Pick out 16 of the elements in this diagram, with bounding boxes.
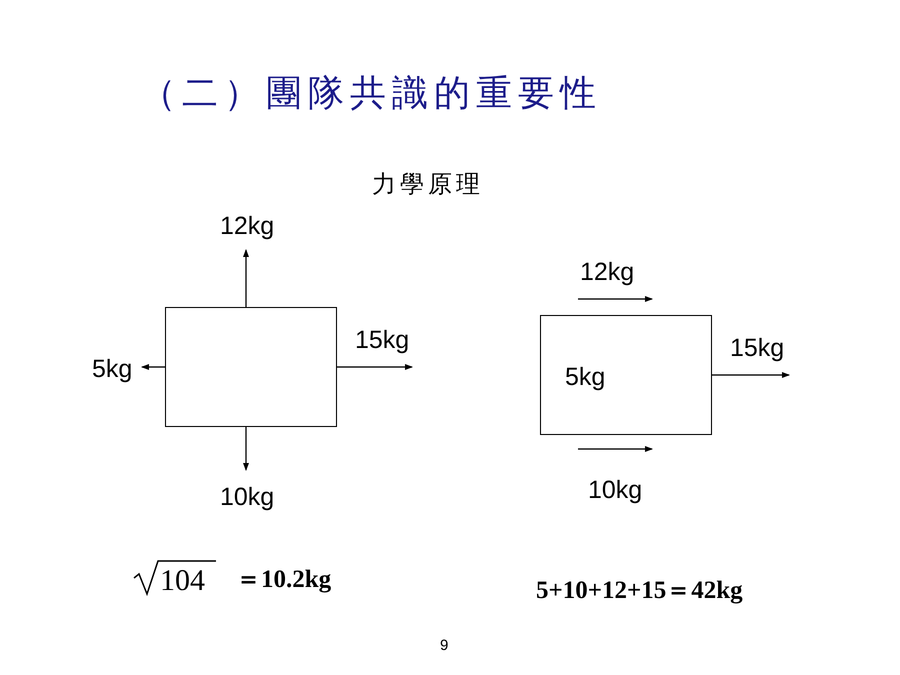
weight-label: 10kg xyxy=(220,485,274,510)
weight-label: 15kg xyxy=(355,328,410,353)
body-box xyxy=(165,307,337,427)
formula: ＝10.2kg xyxy=(236,567,332,592)
weight-label: 12kg xyxy=(580,260,634,285)
weight-label: 15kg xyxy=(730,336,784,361)
weight-label: 5kg xyxy=(92,357,132,382)
weight-label: 10kg xyxy=(588,478,642,503)
page-number: 9 xyxy=(440,638,448,653)
caption: 力學原理 xyxy=(372,172,484,196)
slide-title: （二）團隊共識的重要性 xyxy=(140,76,602,112)
body-box xyxy=(540,315,712,435)
weight-label: 5kg xyxy=(565,365,606,390)
formula: 5+10+12+15＝42kg xyxy=(536,578,743,603)
weight-label: 12kg xyxy=(220,214,274,239)
radicand: 104 xyxy=(160,566,205,596)
